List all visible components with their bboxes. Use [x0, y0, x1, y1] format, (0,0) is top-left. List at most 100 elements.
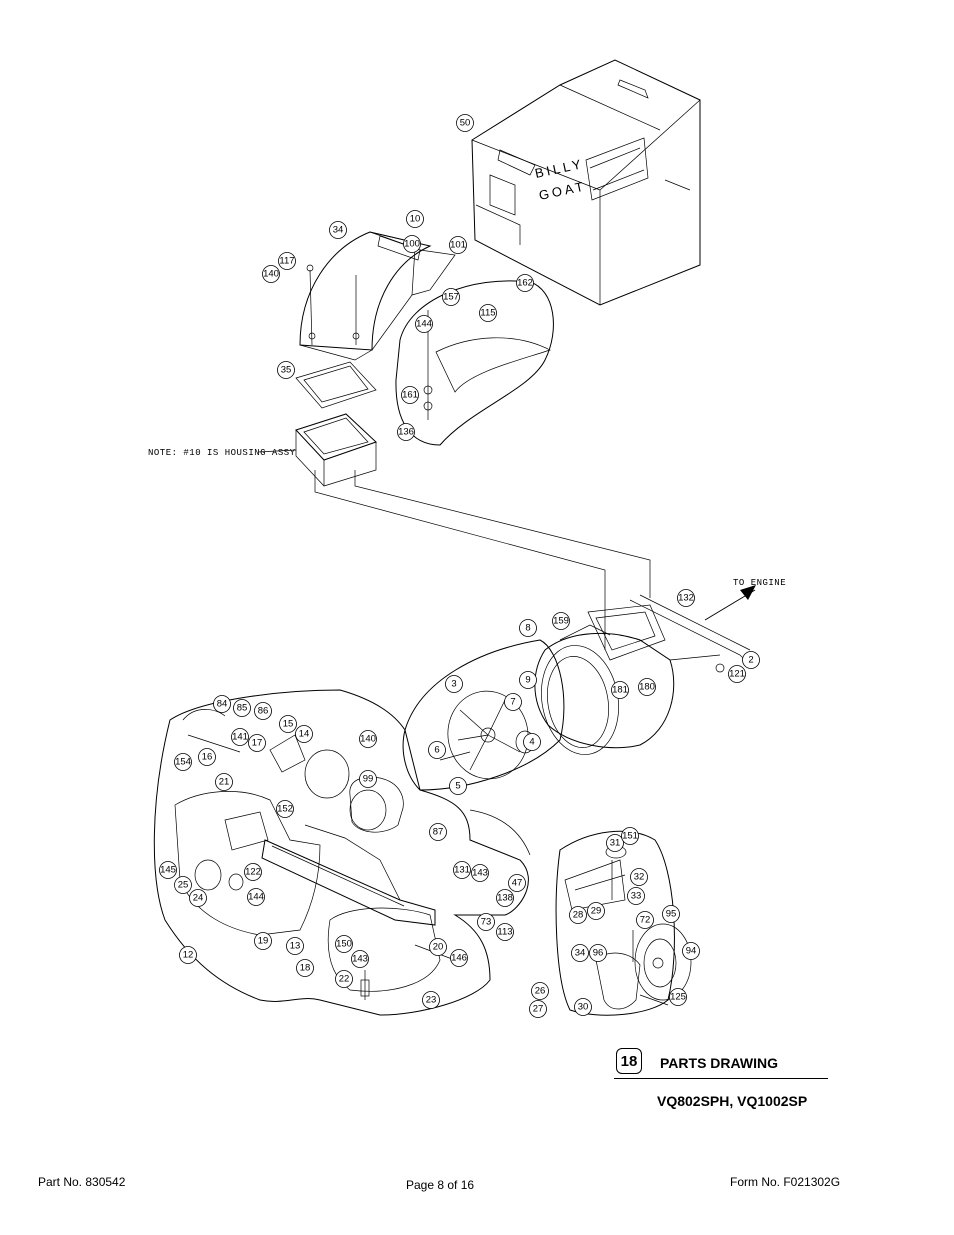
callout-14: 14 [295, 725, 313, 743]
callout-label: 115 [480, 308, 495, 319]
callout-label: 27 [533, 1004, 544, 1015]
callout-label: 24 [193, 893, 204, 904]
callout-151: 151 [621, 827, 639, 845]
callout-16: 16 [198, 748, 216, 766]
callout-32: 32 [630, 868, 648, 886]
callout-180: 180 [638, 678, 656, 696]
callout-label: 143 [472, 868, 488, 879]
callout-label: 9 [525, 675, 530, 686]
callout-87: 87 [429, 823, 447, 841]
callout-label: 84 [217, 699, 228, 710]
callout-28: 28 [569, 906, 587, 924]
callout-101: 101 [449, 236, 467, 254]
callout-label: 95 [666, 909, 677, 920]
callout-161: 161 [401, 386, 419, 404]
callout-label: 34 [575, 948, 586, 959]
callout-100: 100 [403, 235, 421, 253]
callout-138: 138 [496, 889, 514, 907]
callout-label: 19 [258, 936, 269, 947]
callout-6: 6 [428, 741, 446, 759]
callout-label: 47 [512, 878, 523, 889]
callout-label: 140 [263, 269, 279, 280]
callout-125: 125 [669, 988, 687, 1006]
callout-95: 95 [662, 905, 680, 923]
callout-label: 15 [283, 719, 294, 730]
callout-17: 17 [248, 734, 266, 752]
callout-label: 25 [178, 880, 189, 891]
callout-label: 117 [279, 256, 294, 267]
callout-label: 152 [277, 804, 293, 815]
callout-159: 159 [552, 612, 570, 630]
callout-label: 141 [232, 732, 248, 743]
callout-144: 144 [415, 315, 433, 333]
callout-label: 143 [352, 954, 368, 965]
callout-99: 99 [359, 770, 377, 788]
callout-label: 151 [622, 831, 638, 842]
callout-143: 143 [471, 864, 489, 882]
callout-50: 50 [456, 114, 474, 132]
callout-label: 33 [631, 891, 642, 902]
callout-label: 122 [245, 867, 261, 878]
callout-157: 157 [442, 288, 460, 306]
callout-143: 143 [351, 950, 369, 968]
callout-label: 73 [481, 917, 492, 928]
callout-label: 23 [426, 995, 437, 1006]
callout-label: 22 [339, 974, 350, 985]
callout-115: 115 [479, 304, 497, 322]
callout-96: 96 [589, 944, 607, 962]
callout-label: 30 [578, 1002, 589, 1013]
callout-86: 86 [254, 702, 272, 720]
callout-113: 113 [496, 923, 514, 941]
callout-label: 161 [402, 390, 418, 401]
callout-117: 117 [278, 252, 296, 270]
callout-label: 14 [299, 729, 310, 740]
callout-label: 13 [290, 941, 301, 952]
callout-34: 34 [329, 221, 347, 239]
callout-3: 3 [445, 675, 463, 693]
to-engine-label: TO ENGINE [733, 578, 786, 588]
section-divider [614, 1078, 828, 1079]
callout-label: 96 [593, 948, 604, 959]
callout-label: 162 [517, 278, 533, 289]
callout-label: 146 [451, 953, 467, 964]
callout-label: 8 [525, 623, 530, 634]
housing-note: NOTE: #10 IS HOUSING ASSY [148, 448, 296, 458]
brand-line1: BILLY [534, 156, 585, 181]
section-title: PARTS DRAWING [660, 1055, 778, 1071]
callout-30: 30 [574, 998, 592, 1016]
callout-7: 7 [504, 693, 522, 711]
callout-94: 94 [682, 942, 700, 960]
callout-8: 8 [519, 619, 537, 637]
callout-26: 26 [531, 982, 549, 1000]
callout-121: 121 [728, 665, 746, 683]
callout-47: 47 [508, 874, 526, 892]
callout-22: 22 [335, 970, 353, 988]
callout-13: 13 [286, 937, 304, 955]
callout-label: 17 [252, 738, 263, 749]
callout-35: 35 [277, 361, 295, 379]
page-number: Page 8 of 16 [406, 1178, 475, 1192]
callout-label: 132 [678, 593, 694, 604]
callout-label: 10 [410, 214, 421, 225]
callout-label: 87 [433, 827, 444, 838]
section-number: 18 [616, 1048, 642, 1074]
callout-34: 34 [571, 944, 589, 962]
callout-23: 23 [422, 991, 440, 1009]
impeller-section [402, 639, 565, 791]
callout-label: 28 [573, 910, 584, 921]
callout-label: 154 [175, 757, 191, 768]
callout-label: 2 [748, 655, 753, 666]
callout-146: 146 [450, 949, 468, 967]
callout-12: 12 [179, 946, 197, 964]
callout-122: 122 [244, 863, 262, 881]
callout-154: 154 [174, 753, 192, 771]
callout-label: 157 [443, 292, 459, 303]
callout-label: 35 [281, 365, 292, 376]
callout-152: 152 [276, 800, 294, 818]
fan-housing [534, 585, 756, 755]
callout-5: 5 [449, 777, 467, 795]
callout-141: 141 [231, 728, 249, 746]
callout-25: 25 [174, 876, 192, 894]
callout-4: 4 [523, 733, 541, 751]
callout-label: 131 [454, 865, 470, 876]
